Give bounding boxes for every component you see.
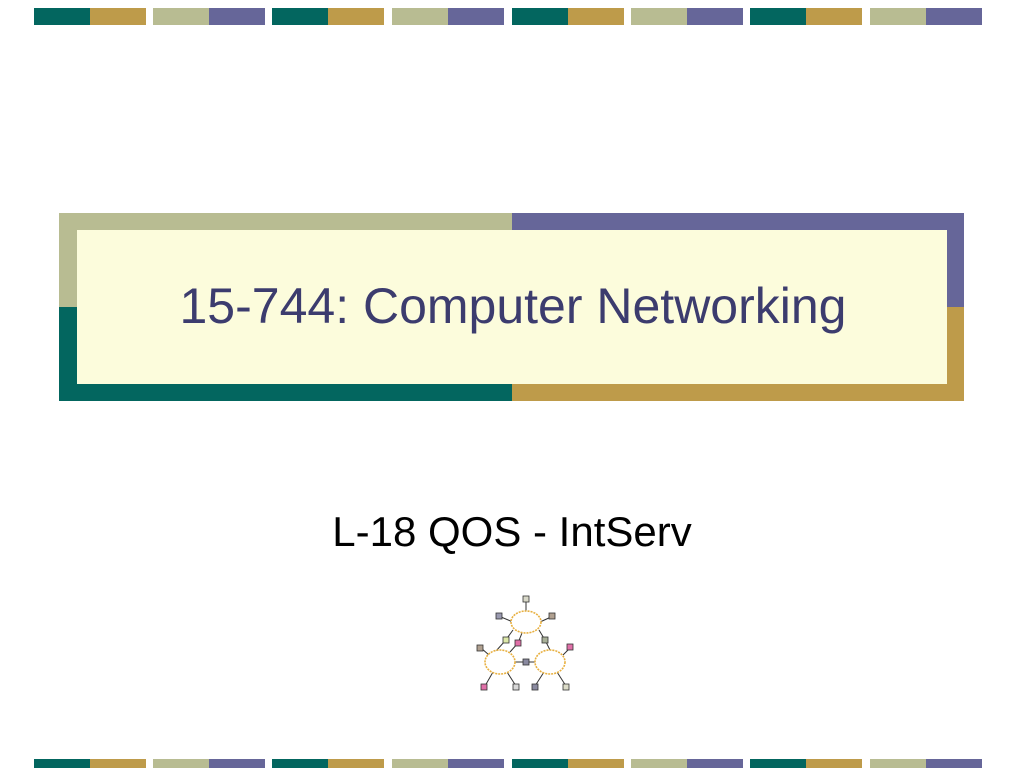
stripe-segment [631,759,687,768]
stripe-segment [750,8,806,25]
stripe-segment [687,8,743,25]
stripe-segment [806,759,862,768]
stripe-segment [631,8,687,25]
stripe-segment [926,759,982,768]
stripe-segment [568,8,624,25]
top-decorative-stripe [0,8,1024,25]
stripe-segment [448,8,504,25]
stripe-segment [328,8,384,25]
stripe-segment [34,8,90,25]
stripe-segment [870,759,926,768]
stripe-segment [687,759,743,768]
stripe-segment [750,759,806,768]
title-frame: 15-744: Computer Networking [59,213,964,401]
stripe-segment [209,8,265,25]
title-box: 15-744: Computer Networking [77,230,947,384]
stripe-segment [328,759,384,768]
slide-subtitle: L-18 QOS - IntServ [332,508,692,555]
stripe-segment [90,8,146,25]
bottom-decorative-stripe [0,759,1024,768]
stripe-segment [568,759,624,768]
stripe-segment [90,759,146,768]
stripe-segment [34,759,90,768]
stripe-segment [272,8,328,25]
stripe-segment [926,8,982,25]
stripe-segment [153,759,209,768]
slide-title: 15-744: Computer Networking [179,278,847,334]
stripe-segment [806,8,862,25]
network-clouds-icon [476,595,574,691]
stripe-segment [209,759,265,768]
stripe-segment [392,759,448,768]
stripe-segment [512,8,568,25]
stripe-segment [512,759,568,768]
stripe-segment [392,8,448,25]
stripe-segment [870,8,926,25]
stripe-segment [153,8,209,25]
stripe-segment [448,759,504,768]
stripe-segment [272,759,328,768]
